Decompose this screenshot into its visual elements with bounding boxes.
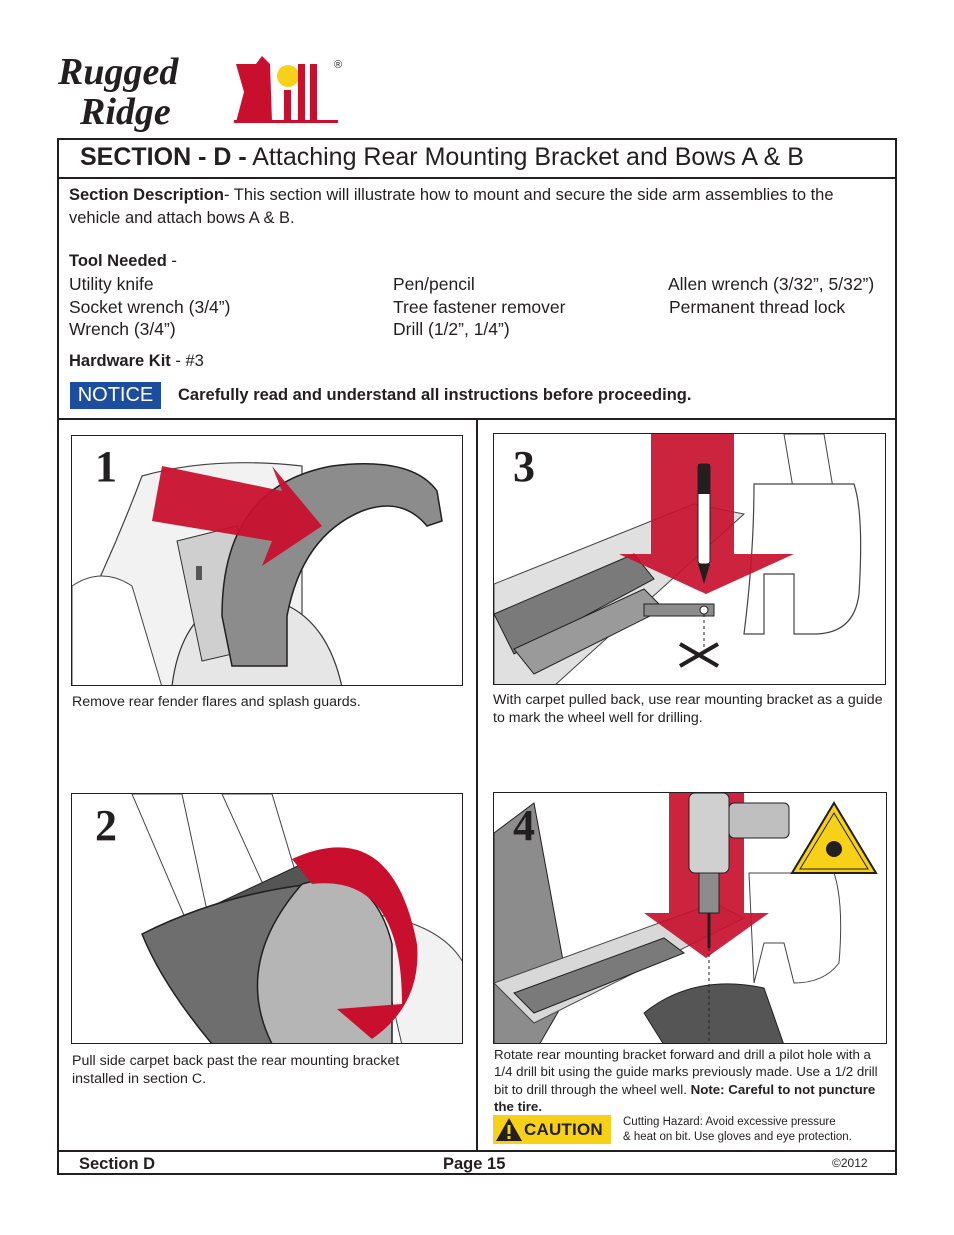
notice-badge: NOTICE [70,382,161,409]
step-number: 4 [513,801,535,850]
tool-item: Drill (1/2”, 1/4”) [393,319,510,339]
step-caption: Rotate rear mounting bracket forward and… [494,1046,889,1115]
section-heading: Attaching Rear Mounting Bracket and Bows… [252,143,804,171]
brand-logo: Rugged Ridge ® [57,51,358,133]
tool-item: Wrench (3/4”) [69,319,176,339]
step-3-illustration [493,433,886,685]
description-text: - This section will illustrate how to mo… [69,186,834,227]
step-2-illustration [71,793,463,1044]
logo-line2: Ridge [79,91,171,132]
step-1-illustration [71,435,463,686]
notice-text: Carefully read and understand all instru… [178,386,692,404]
tools-heading: Tool Needed - [69,252,177,271]
tools-label: Tool Needed [69,252,167,270]
step-caption: Remove rear fender flares and splash gua… [72,694,361,710]
logo-mark-icon [234,56,338,123]
step-caption: Pull side carpet back past the rear moun… [72,1053,400,1087]
tool-item: Pen/pencil [393,274,475,294]
step-4-illustration [493,792,887,1044]
step-caption: With carpet pulled back, use rear mounti… [493,692,883,726]
caution-badge: CAUTION [493,1115,611,1144]
tool-item: Permanent thread lock [669,297,846,317]
step-number: 3 [513,442,535,491]
caution-line: Cutting Hazard: Avoid excessive pressure [623,1116,836,1128]
section-title: SECTION - D - Attaching Rear Mounting Br… [80,143,804,172]
red-arrow-icon [152,466,322,566]
caution-label: CAUTION [524,1120,603,1139]
footer-copyright: ©2012 [832,1156,868,1170]
caution-line: & heat on bit. Use gloves and eye protec… [623,1131,852,1143]
step-note: Note: Careful to not puncture the tire. [494,1081,876,1114]
column-divider [476,418,478,1150]
section-description: Section Description- This section will i… [69,184,889,230]
section-label: SECTION - D - [80,143,247,171]
divider [57,177,897,179]
page-frame [57,138,897,1175]
divider [57,1150,897,1152]
tool-item: Tree fastener remover [393,297,566,317]
tool-item: Allen wrench (3/32”, 5/32”) [668,274,875,294]
tool-item: Utility knife [69,274,154,294]
footer-section: Section D [79,1155,156,1173]
drill-icon [688,793,790,948]
registered-mark: ® [334,59,342,71]
step-caption-text: Rotate rear mounting bracket forward and… [494,1047,878,1097]
caution-text: Cutting Hazard: Avoid excessive pressure… [623,1115,852,1145]
logo-line1: Rugged [58,52,179,93]
hardware-kit: Hardware Kit - #3 [69,352,204,371]
tools-suffix: - [166,252,177,270]
description-label: Section Description [69,186,224,204]
red-arrow-icon [292,847,418,1039]
tool-item: Socket wrench (3/4”) [69,297,231,317]
hardware-value: - #3 [170,352,204,370]
footer-page: Page 15 [443,1155,506,1173]
warning-triangle-icon [790,801,878,874]
hardware-label: Hardware Kit [69,352,171,370]
marker-pen-icon [697,463,711,584]
step-number: 1 [95,442,117,491]
step-number: 2 [95,801,117,850]
